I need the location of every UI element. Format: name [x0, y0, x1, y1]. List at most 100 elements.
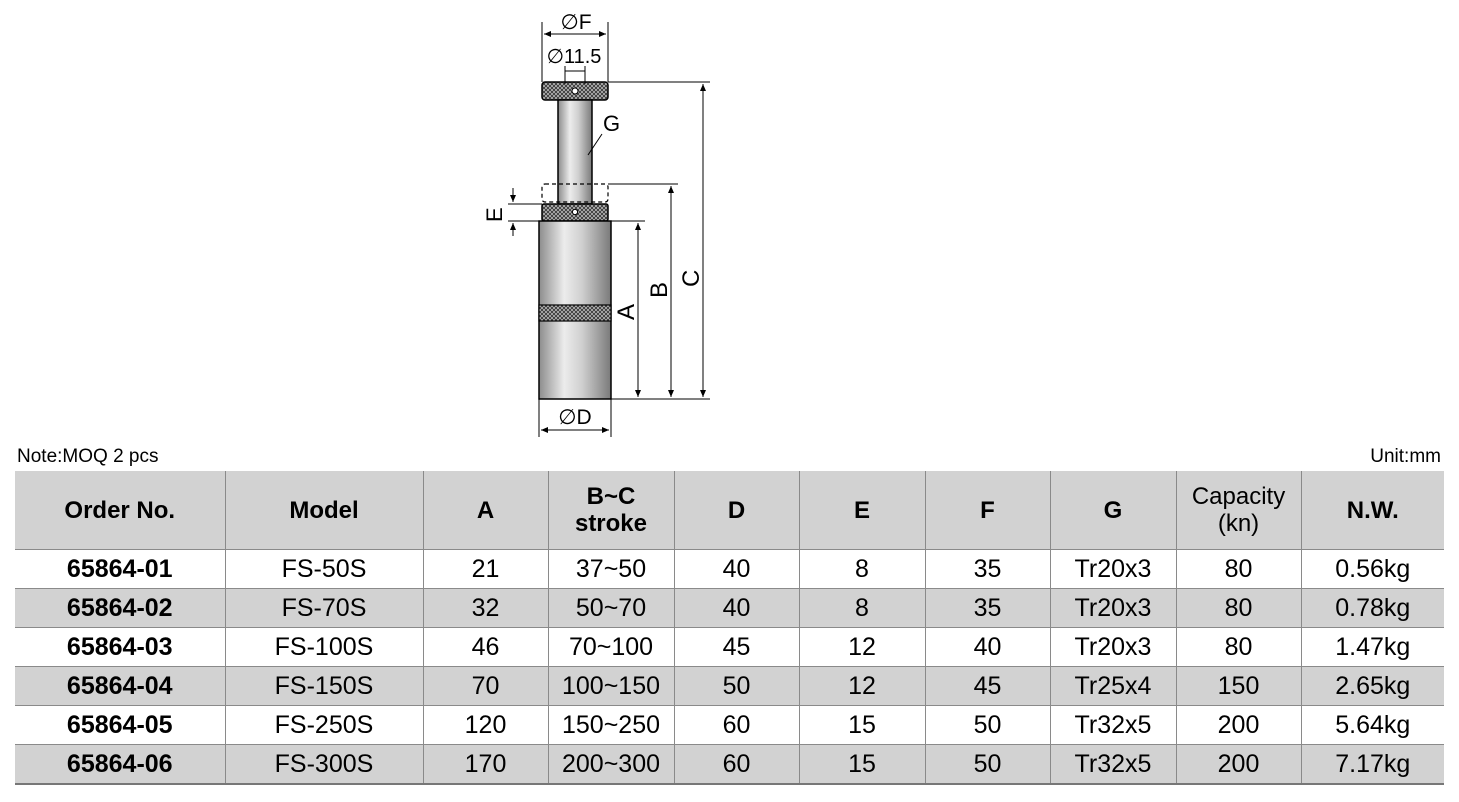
- cell-d: 40: [673, 549, 799, 589]
- dim-e: E: [482, 188, 542, 236]
- cell-model: FS-70S: [224, 588, 423, 628]
- cell-d: 45: [673, 627, 799, 667]
- cell-g: Tr20x3: [1049, 627, 1176, 667]
- dim-f-label: ∅F: [560, 11, 591, 34]
- cell-e: 12: [798, 627, 925, 667]
- cell-capacity: 80: [1175, 588, 1301, 628]
- dim-f: ∅F: [541, 11, 609, 82]
- col-nw: N.W.: [1300, 471, 1444, 550]
- cell-e: 15: [798, 705, 925, 745]
- cell-g: Tr20x3: [1049, 588, 1176, 628]
- col-bc-line2: stroke: [574, 510, 648, 537]
- cell-e: 15: [798, 744, 925, 785]
- cell-e: 8: [798, 549, 925, 589]
- cell-a: 32: [422, 588, 548, 628]
- cell-bc: 37~50: [547, 549, 674, 589]
- cell-bc: 150~250: [547, 705, 674, 745]
- cell-f: 50: [924, 705, 1050, 745]
- col-f: F: [924, 471, 1050, 550]
- table-row: 65864-05 FS-250S 120 150~250 60 15 50 Tr…: [15, 705, 1444, 745]
- col-d: D: [673, 471, 799, 550]
- dim-a: A: [611, 220, 645, 400]
- col-capacity: Capacity(kn): [1175, 471, 1301, 550]
- cell-model: FS-250S: [224, 705, 423, 745]
- cell-model: FS-300S: [224, 744, 423, 785]
- cell-e: 12: [798, 666, 925, 706]
- table-row: 65864-01 FS-50S 21 37~50 40 8 35 Tr20x3 …: [15, 549, 1444, 589]
- col-a: A: [422, 471, 548, 550]
- dim-d-label: ∅D: [558, 406, 591, 429]
- cell-nw: 2.65kg: [1300, 666, 1444, 706]
- cell-d: 50: [673, 666, 799, 706]
- cell-capacity: 150: [1175, 666, 1301, 706]
- cell-a: 21: [422, 549, 548, 589]
- table-row: 65864-03 FS-100S 46 70~100 45 12 40 Tr20…: [15, 627, 1444, 667]
- cell-order-no: 65864-02: [15, 588, 225, 628]
- col-bc-line1: B~C: [586, 483, 636, 510]
- moq-note: Note:MOQ 2 pcs: [17, 446, 159, 467]
- extended-nut-outline: [541, 183, 609, 203]
- dim-d: ∅D: [538, 399, 612, 437]
- cell-f: 40: [924, 627, 1050, 667]
- screw-jack-drawing: ∅F ∅11.5 G E A B C: [482, 11, 710, 437]
- cell-g: Tr32x5: [1049, 744, 1176, 785]
- dim-c: C: [608, 81, 710, 400]
- cell-order-no: 65864-04: [15, 666, 225, 706]
- dim-b: B: [608, 183, 678, 400]
- cell-nw: 5.64kg: [1300, 705, 1444, 745]
- col-e: E: [798, 471, 925, 550]
- cell-a: 70: [422, 666, 548, 706]
- cell-bc: 100~150: [547, 666, 674, 706]
- cell-capacity: 80: [1175, 549, 1301, 589]
- dim-d115-label: ∅11.5: [547, 46, 602, 68]
- body-knurl-band: [538, 304, 612, 322]
- cell-bc: 70~100: [547, 627, 674, 667]
- table-row: 65864-06 FS-300S 170 200~300 60 15 50 Tr…: [15, 744, 1444, 785]
- cell-e: 8: [798, 588, 925, 628]
- adjust-nut: [541, 203, 609, 222]
- cell-a: 120: [422, 705, 548, 745]
- dim-a-label: A: [613, 304, 640, 320]
- cell-capacity: 200: [1175, 744, 1301, 785]
- screw-shaft: [557, 99, 593, 205]
- dim-g: G: [587, 111, 620, 156]
- cell-order-no: 65864-05: [15, 705, 225, 745]
- cell-a: 46: [422, 627, 548, 667]
- cell-d: 60: [673, 705, 799, 745]
- table-row: 65864-04 FS-150S 70 100~150 50 12 45 Tr2…: [15, 666, 1444, 706]
- cell-nw: 0.78kg: [1300, 588, 1444, 628]
- cell-order-no: 65864-03: [15, 627, 225, 667]
- cell-order-no: 65864-06: [15, 744, 225, 785]
- cell-bc: 50~70: [547, 588, 674, 628]
- dim-d115: ∅11.5: [547, 46, 602, 84]
- col-order-no: Order No.: [15, 471, 225, 550]
- cell-g: Tr20x3: [1049, 549, 1176, 589]
- cell-g: Tr32x5: [1049, 705, 1176, 745]
- col-model: Model: [224, 471, 423, 550]
- top-cap: [541, 81, 609, 101]
- col-capacity-line1: Capacity: [1191, 483, 1286, 510]
- cell-capacity: 200: [1175, 705, 1301, 745]
- cell-nw: 7.17kg: [1300, 744, 1444, 785]
- cell-a: 170: [422, 744, 548, 785]
- dim-c-label: C: [678, 270, 705, 287]
- cell-d: 40: [673, 588, 799, 628]
- cell-model: FS-50S: [224, 549, 423, 589]
- cell-model: FS-100S: [224, 627, 423, 667]
- cell-bc: 200~300: [547, 744, 674, 785]
- dim-g-label: G: [603, 111, 620, 136]
- unit-note: Unit:mm: [1370, 446, 1441, 467]
- table-row: 65864-02 FS-70S 32 50~70 40 8 35 Tr20x3 …: [15, 588, 1444, 628]
- col-g: G: [1049, 471, 1176, 550]
- cell-model: FS-150S: [224, 666, 423, 706]
- cell-g: Tr25x4: [1049, 666, 1176, 706]
- cell-f: 45: [924, 666, 1050, 706]
- cell-f: 35: [924, 549, 1050, 589]
- cell-order-no: 65864-01: [15, 549, 225, 589]
- cell-d: 60: [673, 744, 799, 785]
- cell-nw: 0.56kg: [1300, 549, 1444, 589]
- cell-nw: 1.47kg: [1300, 627, 1444, 667]
